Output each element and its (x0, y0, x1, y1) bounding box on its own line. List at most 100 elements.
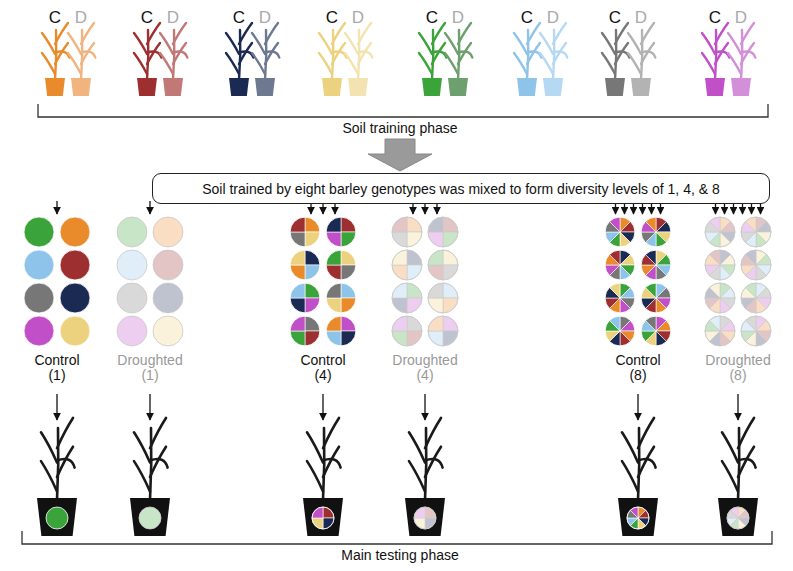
drawing-part (60, 283, 90, 313)
plant (160, 23, 187, 80)
drawing-part (60, 250, 90, 280)
bracket (38, 104, 768, 117)
soil-mix (24, 217, 54, 247)
drawing-part (638, 510, 649, 518)
drawing-part (745, 217, 756, 232)
pot (37, 498, 77, 536)
drawing-part (57, 459, 75, 468)
drawing-part (722, 432, 738, 462)
drawing-part (428, 283, 458, 313)
drawing-part (117, 316, 147, 346)
drawing-part (738, 510, 749, 518)
drawing-part (630, 507, 638, 518)
drawing-part (134, 33, 147, 54)
group-label: Control (4) (300, 353, 345, 384)
drawing-part (153, 250, 183, 280)
plant (728, 23, 755, 80)
soil-mix (24, 250, 54, 280)
drawing-part (720, 265, 731, 280)
pot (517, 78, 537, 96)
drawing-part (609, 316, 620, 331)
drawing-part (323, 459, 341, 468)
plant (134, 418, 168, 500)
drawing-part (392, 217, 422, 247)
drawing-part (24, 316, 54, 346)
soil-mix (326, 217, 356, 247)
pot (45, 78, 65, 96)
drawing-part (720, 298, 731, 313)
soil-mix (392, 217, 422, 247)
soil-mix (290, 316, 320, 346)
drawing-part (656, 232, 667, 247)
plant (628, 23, 655, 80)
plant (345, 23, 372, 80)
drawing-part (602, 53, 615, 74)
condition-label: C (141, 9, 153, 28)
drawing-part (728, 53, 741, 74)
drawing-part (628, 53, 641, 74)
soil-mix (705, 283, 735, 313)
drawing-part (117, 283, 147, 313)
soil-mix (428, 283, 458, 313)
drawing-part (756, 265, 767, 280)
drawing-part (720, 287, 735, 298)
soil-mix (24, 316, 54, 346)
drawing-part (727, 507, 749, 529)
drawing-part (622, 432, 638, 462)
drawing-part (605, 298, 620, 309)
drawing-part (24, 250, 54, 280)
drawing-part (641, 217, 671, 247)
drawing-part (705, 217, 735, 247)
drawing-part (345, 53, 358, 74)
drawing-part (68, 33, 81, 54)
drawing-part (428, 250, 458, 280)
drawing-part (139, 507, 161, 529)
drawing-part (425, 418, 441, 448)
drawing-part (458, 51, 472, 57)
drawing-part (553, 51, 567, 57)
drawing-part (252, 33, 265, 54)
drawing-part (153, 316, 183, 346)
drawing-part (705, 250, 735, 280)
drawing-part (605, 265, 620, 276)
pot (130, 498, 170, 536)
soil-mix (153, 283, 183, 313)
drawing-part (46, 507, 68, 529)
drawing-part (741, 51, 755, 57)
condition-label: C (326, 9, 338, 28)
condition-label: D (75, 9, 87, 28)
drawing-part (226, 53, 239, 74)
soil-mix (326, 283, 356, 313)
soil-mix (117, 217, 147, 247)
drawing-part (641, 265, 656, 276)
drawing-part (117, 250, 147, 280)
soil-mix (312, 507, 334, 529)
soil-mix (139, 507, 161, 529)
soil-mix (117, 283, 147, 313)
soil-mix (605, 283, 635, 313)
drawing-part (425, 459, 443, 468)
drawing-part (656, 298, 667, 313)
drawing-part (117, 217, 147, 247)
plant (42, 23, 69, 80)
group-label: Droughted (4) (392, 353, 457, 384)
condition-label: D (547, 9, 559, 28)
drawing-part (638, 418, 654, 448)
plant (622, 418, 656, 500)
drawing-part (68, 53, 81, 74)
soil-mix (290, 250, 320, 280)
drawing-part (741, 232, 756, 243)
drawing-part (620, 287, 635, 298)
drawing-part (609, 283, 620, 298)
drawing-part (741, 298, 756, 309)
soil-mix (641, 316, 671, 346)
arrow (322, 394, 323, 420)
drawing-part (60, 250, 90, 280)
drawing-part (60, 217, 90, 247)
group-label: Droughted (8) (705, 353, 770, 384)
soil-mix (153, 316, 183, 346)
drawing-part (730, 507, 738, 518)
soil-mix (392, 283, 422, 313)
drawing-part (641, 316, 671, 346)
drawing-part (738, 518, 746, 529)
